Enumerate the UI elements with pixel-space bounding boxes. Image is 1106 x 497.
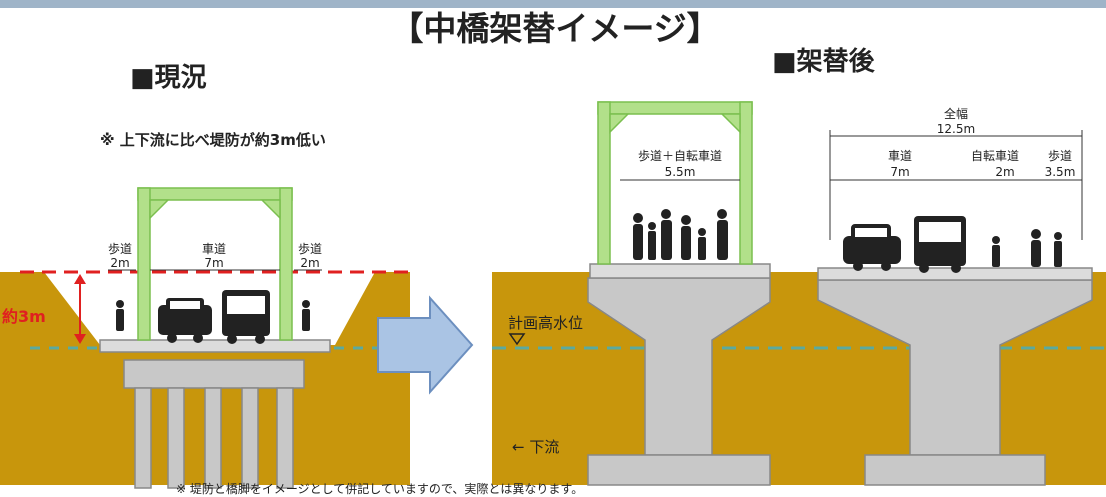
old-bridge-deck	[589, 263, 771, 279]
new-bus-icon	[914, 216, 966, 273]
new-sidewalk-label: 歩道	[1048, 148, 1072, 163]
current-roadway-width: 7m	[204, 256, 223, 270]
new-car-icon	[843, 224, 901, 271]
new-roadway-width: 7m	[890, 165, 909, 179]
total-width-value: 12.5m	[937, 122, 975, 136]
left-sidewalk-label: 歩道	[108, 241, 132, 256]
current-truss-frame	[137, 187, 293, 341]
height-diff-label: 約3m	[2, 307, 46, 326]
old-bridge-lane-width: 5.5m	[665, 165, 696, 179]
current-note: ※ 上下流に比べ堤防が約3m低い	[100, 131, 326, 149]
current-piers	[123, 359, 305, 489]
current-deck	[99, 339, 331, 353]
downstream-label: ← 下流	[512, 438, 559, 456]
old-bridge-truss-frame	[597, 101, 753, 265]
after-heading: ■架替後	[772, 46, 876, 77]
diagram-title: 【中橋架替イメージ】	[390, 9, 719, 48]
current-pedestrian-icons	[116, 300, 310, 331]
right-sidewalk-width: 2m	[300, 256, 319, 270]
old-bridge-lane-label: 歩道＋自転車道	[638, 148, 722, 163]
bike-lane-width: 2m	[995, 165, 1014, 179]
old-bridge-pedestrian-group-icon	[633, 209, 728, 260]
current-section	[0, 187, 410, 489]
new-bridge-pedestrian-icons	[992, 229, 1062, 267]
new-bridge-pier	[817, 279, 1093, 486]
transition-arrow-icon	[377, 295, 474, 395]
total-width-label: 全幅	[944, 106, 968, 121]
footnote: ※ 堤防と橋脚をイメージとして併記していますので、実際とは異なります。	[176, 481, 583, 496]
current-car-icon	[158, 298, 212, 343]
new-sidewalk-width: 3.5m	[1045, 165, 1076, 179]
left-sidewalk-width: 2m	[110, 256, 129, 270]
top-image-strip	[0, 0, 1106, 8]
after-section	[492, 101, 1106, 486]
current-heading: ■現況	[130, 63, 207, 93]
current-roadway-label: 車道	[202, 242, 226, 256]
old-bridge-pier	[587, 277, 771, 486]
right-sidewalk-label: 歩道	[298, 241, 322, 256]
new-bridge-dimension-lines	[829, 130, 1083, 240]
bike-lane-label: 自転車道	[971, 149, 1019, 163]
flood-level-marker-icon	[508, 333, 526, 346]
new-roadway-label: 車道	[888, 149, 912, 163]
current-bus-icon	[222, 290, 270, 344]
flood-level-label: 計画高水位	[508, 314, 583, 332]
